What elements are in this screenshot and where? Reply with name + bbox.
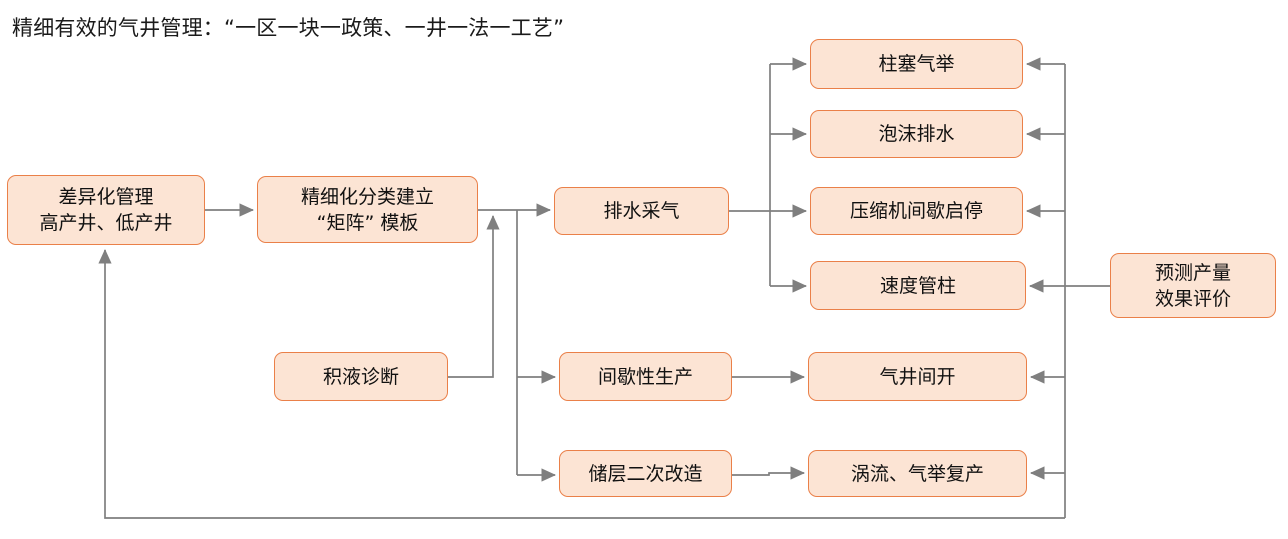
node-label: 排水采气 [603, 200, 680, 222]
node-label: 储层二次改造 [588, 462, 703, 485]
node-compressor-intermittent[interactable]: 压缩机间歇启停 [810, 187, 1023, 235]
node-label: 柱塞气举 [878, 53, 955, 75]
node-label: 泡沫排水 [878, 123, 955, 145]
node-diff-mgmt[interactable]: 差异化管理 高产井、低产井 [7, 175, 205, 245]
node-liquid-diagnosis[interactable]: 积液诊断 [274, 352, 448, 401]
node-label-second: 高产井、低产井 [39, 212, 173, 234]
node-classify[interactable]: 精细化分类建立 “矩阵” 模板 [257, 176, 478, 243]
node-drainage-gas-recovery[interactable]: 排水采气 [554, 187, 729, 235]
node-label: 涡流、气举复产 [850, 462, 984, 485]
node-label-second: 效果评价 [1154, 287, 1231, 310]
node-label: 积液诊断 [322, 365, 399, 388]
page-title: 精细有效的气井管理：“一区一块一政策、一井一法一工艺” [12, 16, 565, 40]
node-foam-drainage[interactable]: 泡沫排水 [810, 110, 1023, 158]
node-label-second: “矩阵” 模板 [316, 211, 419, 234]
node-label: 差异化管理 [58, 186, 154, 208]
node-label: 预测产量 [1154, 261, 1231, 284]
node-label: 速度管柱 [879, 274, 956, 297]
node-plunger-lift[interactable]: 柱塞气举 [810, 39, 1023, 89]
edge-restimulate-vortexgaslift [732, 466, 806, 480]
node-reservoir-restimulation[interactable]: 储层二次改造 [559, 450, 732, 497]
node-forecast-evaluation[interactable]: 预测产量 效果评价 [1110, 253, 1276, 318]
node-intermittent-production[interactable]: 间歇性生产 [559, 352, 732, 401]
node-label: 气井间开 [879, 365, 956, 388]
node-velocity-string[interactable]: 速度管柱 [810, 261, 1026, 310]
node-label: 间歇性生产 [597, 365, 693, 388]
node-label: 精细化分类建立 [300, 185, 434, 208]
node-well-intermittent-opening[interactable]: 气井间开 [808, 352, 1027, 401]
node-label: 压缩机间歇启停 [849, 200, 983, 222]
node-vortex-gaslift-restore[interactable]: 涡流、气举复产 [808, 450, 1027, 497]
